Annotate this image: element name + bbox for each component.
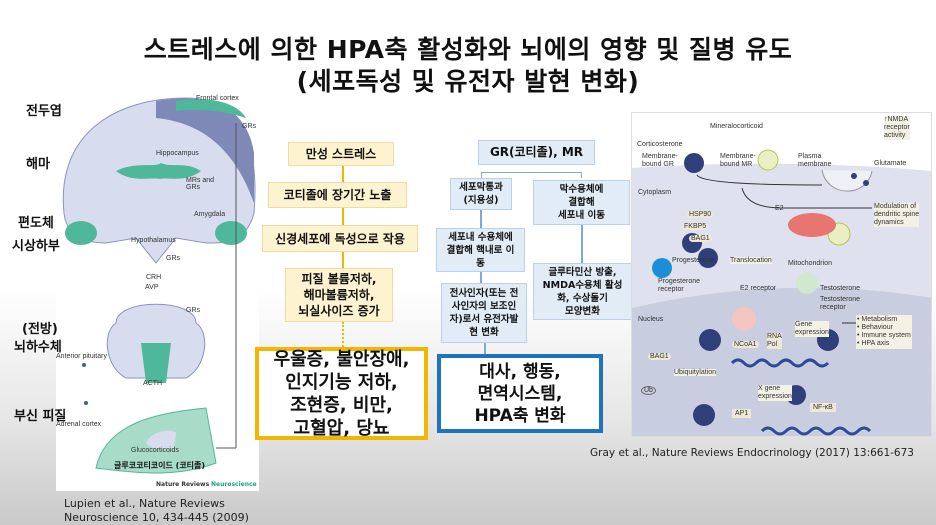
flow-volume-decrease: 피질 볼륨저하, 해마볼륨저하, 뇌실사이즈 증가: [285, 268, 393, 322]
label-e2: E2: [775, 205, 784, 212]
label-ap1: AP1: [732, 409, 752, 418]
label-progesterone-receptor: Progesterone receptor: [658, 278, 701, 293]
label-anterior-pituitary: Anterior pituitary: [56, 353, 107, 360]
label-grs-hyp: GRs: [166, 255, 180, 262]
label-ncoa1: NCoA1: [732, 341, 759, 348]
label-frontal-lobe: 전두엽: [26, 104, 62, 119]
branch-connector: [481, 172, 582, 178]
flow-cortisol-exposure: 코티졸에 장기간 노출: [268, 182, 407, 208]
flow-systemic-result: 대사, 행동, 면역시스템, HPA축 변화: [437, 354, 603, 433]
label-hippocampus-kr: 해마: [26, 157, 50, 172]
arrow: [342, 252, 344, 268]
arrow: [480, 210, 482, 228]
brand-neuroscience: Neuroscience: [211, 481, 257, 488]
citation-lupien-line1: Lupien et al., Nature Reviews: [64, 497, 225, 510]
label-cytoplasm: Cytoplasm: [638, 189, 672, 196]
label-nfkb: NF-κB: [810, 403, 836, 412]
label-pituitary-kr: 뇌하수체: [14, 340, 62, 355]
label-crh: CRH: [146, 274, 162, 281]
label-adrenal-kr: 부신 피질: [14, 409, 67, 424]
label-rna-pol: RNA Pol: [767, 333, 782, 349]
label-membrane-mr: Membrane- bound MR: [720, 153, 756, 168]
label-acth: ACTH: [143, 380, 163, 387]
flow-chronic-stress: 만성 스트레스: [288, 142, 394, 166]
label-corticosterone: Corticosterone: [637, 141, 683, 148]
citation-gray: Gray et al., Nature Reviews Endocrinolog…: [590, 447, 914, 459]
label-hsp90: HSP90: [687, 211, 714, 218]
label-mrs-grs: MRs and GRs: [186, 177, 215, 191]
flow-intracellular-receptor: 세포내 수용체에 결합해 핵내로 이 동: [436, 228, 525, 272]
label-amygdala-kr: 편도체: [18, 216, 54, 231]
label-testosterone-receptor: Testosterone receptor: [820, 296, 861, 311]
label-glucocorticoids: Glucocorticoids: [131, 447, 179, 454]
arrow: [342, 166, 344, 182]
hpa-axis-figure: Frontal cortex GRs Hippocampus MRs and G…: [56, 93, 259, 491]
brand-nature-reviews: Nature Reviews: [156, 481, 210, 488]
label-fkbp5: FKBP5: [682, 223, 709, 230]
label-x-gene: X gene expression: [758, 385, 792, 401]
label-mitochondrion: Mitochondrion: [788, 260, 832, 267]
label-ubiquitylation: Ubiquitylation: [674, 369, 717, 376]
flow-transcription-factor: 전사인자(또는 전 사인자의 보조인 자)로서 유전자발 현 변화: [441, 283, 527, 343]
label-amygdala: Amygdala: [194, 211, 226, 218]
label-translocation: Translocation: [730, 257, 772, 264]
dotted-arrow: [342, 322, 344, 347]
label-frontal-cortex: Frontal cortex: [196, 95, 239, 102]
slide-title-line1: 스트레스에 의한 HPA축 활성화와 뇌에의 영향 및 질병 유도: [143, 35, 793, 64]
label-gene-expression: Gene expression: [795, 321, 829, 337]
flow-diseases-result: 우울증, 불안장애, 인지기능 저하, 조현증, 비만, 고혈압, 당뇨: [255, 347, 428, 440]
label-adrenal-cortex: Adrenal cortex: [56, 421, 102, 428]
label-grs-pit: GRs: [186, 307, 200, 314]
label-hippocampus: Hippocampus: [156, 150, 199, 157]
label-ub: Ub: [641, 386, 656, 395]
label-testosterone: Testosterone: [820, 285, 861, 292]
label-glucocorticoids-kr: 글루코코티코이드 (코티졸): [114, 461, 206, 470]
label-bag1: BAG1: [689, 235, 712, 242]
arrow: [342, 208, 344, 225]
label-hypothalamus-kr: 시상하부: [12, 239, 60, 254]
label-outcomes: • Metabolism • Behaviour • Immune system…: [856, 315, 912, 349]
label-anterior-kr: (전방): [22, 322, 58, 337]
flow-membrane-receptor: 막수용체에 결합해 세포내 이동: [533, 180, 630, 225]
flow-glutamate-release: 글루타민산 방출, NMDA수용체 활성 화, 수상돌기 모양변화: [533, 263, 632, 320]
label-hypothalamus: Hypothalamus: [131, 237, 176, 244]
flow-gr-mr: GR(코티졸), MR: [478, 140, 595, 165]
label-membrane-gr: Membrane- bound GR: [642, 153, 678, 168]
citation-lupien-line2: Neuroscience 10, 434-445 (2009): [64, 511, 249, 524]
arrow: [581, 225, 583, 263]
label-glutamate: Glutamate: [874, 160, 907, 167]
label-bag1-nucleus: BAG1: [648, 353, 671, 360]
label-plasma-membrane: Plasma membrane: [798, 153, 832, 168]
label-progesterone: Progesterone: [672, 257, 715, 264]
hpa-axis-drawing: [62, 97, 256, 474]
arrow: [484, 343, 486, 354]
slide-title-line2: (세포독성 및 유전자 발현 변화): [296, 67, 640, 96]
label-e2-receptor: E2 receptor: [740, 285, 777, 292]
arrow: [480, 272, 482, 283]
label-nmda: ↑NMDA receptor activity: [884, 116, 910, 140]
label-mineralocorticoid: Mineralocorticoid: [710, 123, 763, 130]
cell-signaling-figure: Mineralocorticoid Corticosterone Membran…: [631, 112, 932, 437]
label-nucleus: Nucleus: [638, 316, 664, 323]
flow-membrane-pass: 세포막통과 (지용성): [450, 178, 512, 210]
label-modulation: Modulation of dendritic spine dynamics: [874, 203, 920, 227]
label-avp: AVP: [145, 284, 159, 291]
flow-neurotoxicity: 신경세포에 독성으로 작용: [262, 225, 418, 252]
label-grs: GRs: [242, 123, 256, 130]
